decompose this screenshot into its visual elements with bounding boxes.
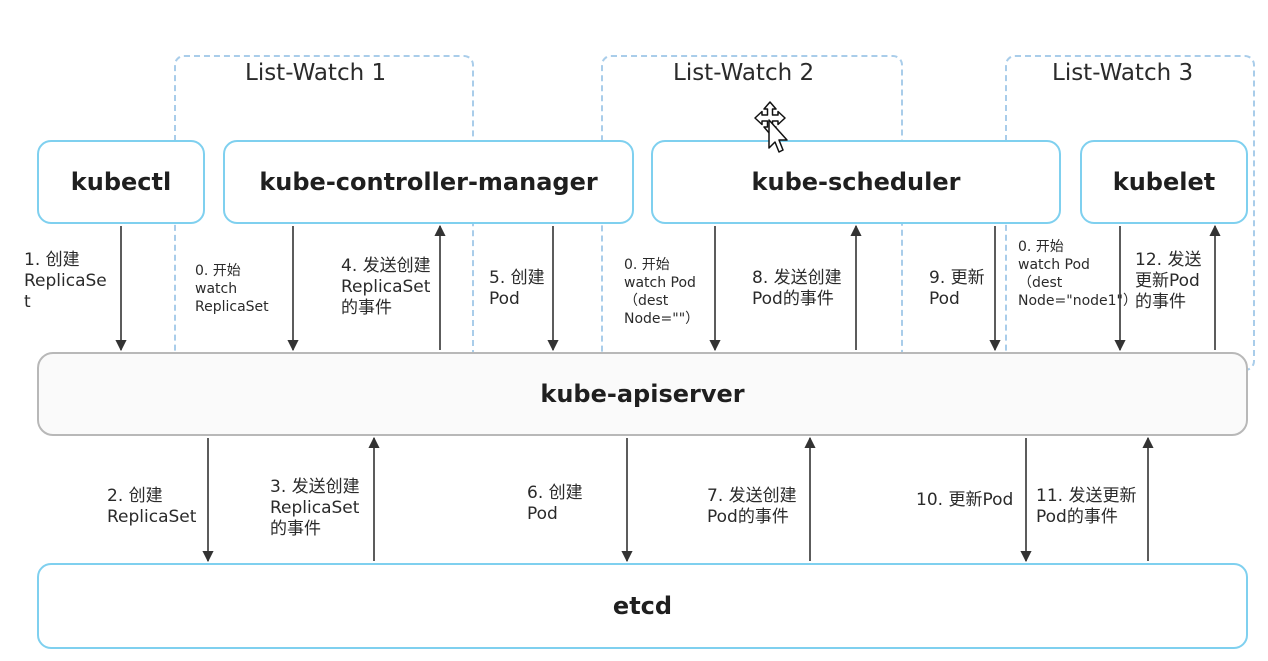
step-10-label: 10. 更新Pod: [916, 490, 1014, 510]
list-watch-3-title: List-Watch 3: [1052, 60, 1194, 86]
step-6-label: 6. 创建 Pod: [527, 483, 583, 524]
step-4-label: 4. 发送创建 ReplicaSet 的事件: [341, 256, 431, 318]
step-5-label: 5. 创建 Pod: [489, 268, 545, 309]
step-1-label: 1. 创建 ReplicaSe t: [24, 250, 107, 312]
step-0b-label: 0. 开始 watch Pod （dest Node=""）: [624, 257, 700, 327]
etcd-box: etcd: [37, 563, 1248, 649]
step-3-label: 3. 发送创建 ReplicaSet 的事件: [270, 477, 360, 539]
kube-apiserver-box: kube-apiserver: [37, 352, 1248, 436]
step-7-label: 7. 发送创建 Pod的事件: [707, 486, 797, 527]
step-12-label: 12. 发送 更新Pod 的事件: [1135, 250, 1202, 312]
list-watch-1-title: List-Watch 1: [245, 60, 387, 86]
step-2-label: 2. 创建 ReplicaSet: [107, 486, 197, 527]
step-11-label: 11. 发送更新 Pod的事件: [1036, 486, 1137, 527]
kubelet-box: kubelet: [1080, 140, 1248, 224]
kube-scheduler-box: kube-scheduler: [651, 140, 1061, 224]
step-9-label: 9. 更新 Pod: [929, 268, 985, 309]
step-0a-label: 0. 开始 watch ReplicaSet: [195, 263, 269, 315]
move-cursor-icon: [752, 100, 792, 162]
step-8-label: 8. 发送创建 Pod的事件: [752, 268, 842, 309]
kube-controller-manager-box: kube-controller-manager: [223, 140, 634, 224]
kubectl-box: kubectl: [37, 140, 205, 224]
list-watch-2-title: List-Watch 2: [673, 60, 815, 86]
step-0c-label: 0. 开始 watch Pod （dest Node="node1"）: [1018, 239, 1137, 309]
